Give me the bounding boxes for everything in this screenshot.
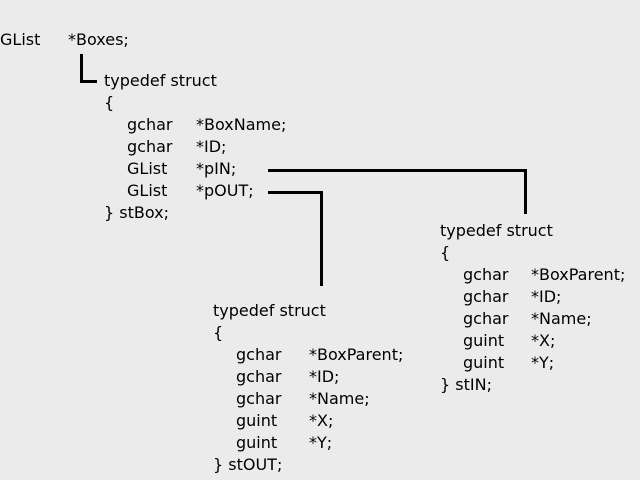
stin-field-type: gchar — [463, 287, 509, 306]
stin-field-name: *X; — [531, 331, 556, 350]
stbox-close: } stBox; — [104, 203, 170, 222]
stin-header: typedef struct — [440, 221, 553, 240]
stbox-field-name: *pIN; — [196, 159, 237, 178]
stin-field-name: *BoxParent; — [531, 265, 626, 284]
stbox-open-brace: { — [104, 93, 115, 112]
stout-field-type: guint — [236, 411, 278, 430]
stbox-field-type: GList — [127, 181, 168, 200]
connector-pin-vertical — [524, 169, 527, 214]
stbox-field-name: *ID; — [196, 137, 227, 156]
stout-field-type: guint — [236, 433, 278, 452]
stbox-field-name: *BoxName; — [196, 115, 287, 134]
stin-field-type: guint — [463, 331, 505, 350]
stin-field-type: guint — [463, 353, 505, 372]
stbox-field-type: gchar — [127, 137, 173, 156]
stin-close: } stIN; — [440, 375, 492, 394]
stout-field-name: *X; — [309, 411, 334, 430]
connector-pout-horizontal — [268, 191, 323, 194]
stout-field-name: *BoxParent; — [309, 345, 404, 364]
stin-field-name: *ID; — [531, 287, 562, 306]
stin-field-type: gchar — [463, 265, 509, 284]
stout-header: typedef struct — [213, 301, 326, 320]
connector-pout-vertical — [320, 191, 323, 286]
connector-pin-horizontal — [268, 169, 526, 172]
stin-field-type: gchar — [463, 309, 509, 328]
stbox-field-type: GList — [127, 159, 168, 178]
connector-root-vertical — [80, 54, 83, 83]
stout-field-type: gchar — [236, 367, 282, 386]
stout-field-name: *ID; — [309, 367, 340, 386]
stbox-field-name: *pOUT; — [196, 181, 254, 200]
stout-open-brace: { — [213, 323, 224, 342]
stout-field-name: *Name; — [309, 389, 370, 408]
stin-field-name: *Name; — [531, 309, 592, 328]
root-var: *Boxes; — [68, 30, 129, 49]
stin-field-name: *Y; — [531, 353, 555, 372]
stbox-header: typedef struct — [104, 71, 217, 90]
stbox-field-type: gchar — [127, 115, 173, 134]
stout-field-name: *Y; — [309, 433, 333, 452]
connector-root-horizontal — [80, 80, 97, 83]
stin-open-brace: { — [440, 243, 451, 262]
stout-field-type: gchar — [236, 345, 282, 364]
stout-field-type: gchar — [236, 389, 282, 408]
stout-close: } stOUT; — [213, 455, 283, 474]
root-type: GList — [0, 30, 41, 49]
